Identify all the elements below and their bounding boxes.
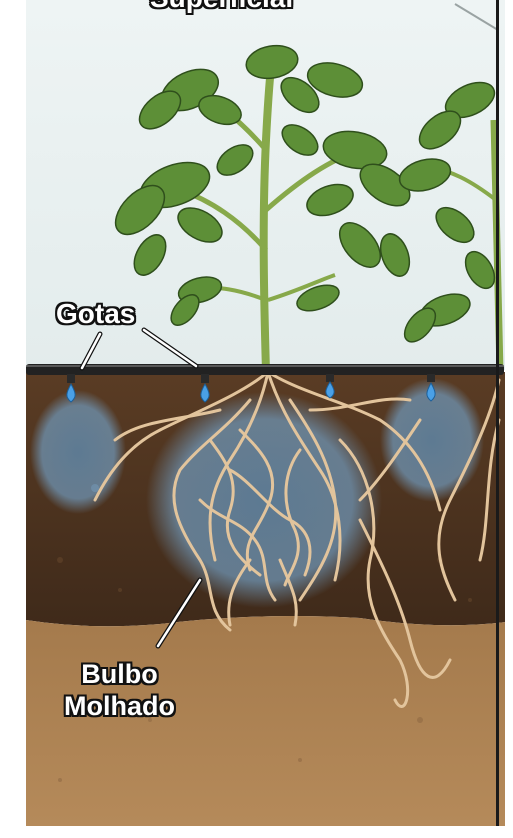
bottom-margin xyxy=(0,826,513,838)
top-title-label: Superficial xyxy=(150,0,293,14)
right-border-line xyxy=(496,0,499,826)
right-margin xyxy=(505,0,513,838)
wet-bulb-label-line1: Bulbo xyxy=(64,658,175,690)
left-margin xyxy=(0,0,26,838)
drops-label: Gotas xyxy=(56,298,135,330)
wet-bulb-left xyxy=(30,390,126,514)
wet-bulb-label-line2: Molhado xyxy=(64,690,175,722)
wet-bulb-label: Bulbo Molhado xyxy=(64,658,175,722)
